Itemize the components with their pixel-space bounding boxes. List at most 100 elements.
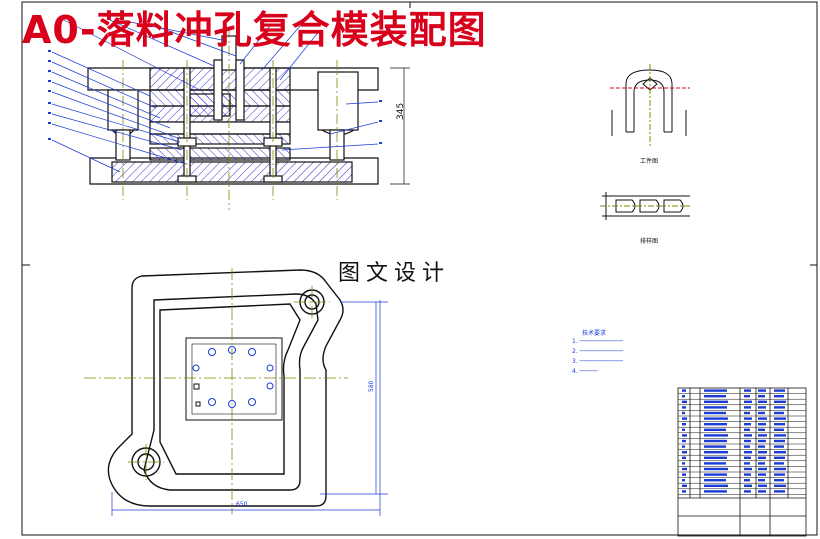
- bom-cell-mark: [682, 490, 686, 493]
- bom-rows: [678, 393, 806, 495]
- drawing-title: A0-落料冲孔复合模装配图: [22, 8, 487, 52]
- bom-cell-mark: [758, 473, 766, 476]
- bom-cell-mark: [682, 417, 687, 420]
- strip-layout-label: 排样图: [640, 238, 659, 245]
- bom-cell-mark: [774, 389, 785, 392]
- plan-holes: [192, 346, 274, 408]
- bom-cell-mark: [704, 484, 728, 487]
- part-drawing-label: 工件图: [640, 158, 659, 165]
- bom-cell-mark: [682, 434, 687, 437]
- bom-cell-mark: [704, 456, 727, 459]
- bom-cell-mark: [758, 467, 767, 471]
- bom-cell-mark: [774, 417, 786, 420]
- sheet-border: [21, 1, 818, 536]
- bom-cell-mark: [682, 484, 687, 487]
- bom-cell-mark: [682, 451, 687, 454]
- bom-cell-mark: [704, 490, 727, 493]
- part-drawing: [610, 64, 690, 148]
- watermark-subtitle: 图文设计: [338, 261, 451, 286]
- tech-note-item: 4. ─────: [572, 368, 598, 375]
- bom-cell-mark: [758, 484, 767, 487]
- bom-cell-mark: [704, 479, 726, 482]
- bom-cell-mark: [744, 462, 750, 465]
- plan-dimensions: [111, 300, 388, 516]
- bom-cell-mark: [774, 411, 784, 415]
- bom-cell-mark: [682, 467, 687, 471]
- bom-cell-mark: [744, 445, 750, 448]
- title-block: [677, 387, 807, 537]
- section-view: [87, 35, 379, 185]
- bom-cell-mark: [704, 439, 727, 443]
- bom-cell-mark: [774, 406, 785, 409]
- bom-cell-mark: [682, 462, 685, 465]
- bom-cell-mark: [774, 400, 786, 403]
- bom-cell-mark: [682, 473, 686, 476]
- plan-view: [107, 269, 344, 507]
- bom-cell-mark: [704, 473, 727, 476]
- bom-cell-mark: [744, 411, 750, 415]
- bom-cell-mark: [774, 462, 784, 465]
- bom-cell-mark: [774, 479, 784, 482]
- bom-cell-mark: [704, 417, 728, 420]
- bom-cell-mark: [758, 439, 766, 443]
- bom-cell-mark: [704, 423, 727, 426]
- bom-cell-mark: [758, 434, 767, 437]
- bom-cell-mark: [682, 395, 685, 398]
- height-345-label: 345: [396, 102, 406, 120]
- bom-cell-mark: [774, 473, 785, 476]
- bom-cell-mark: [704, 411, 726, 415]
- bom-entries: [682, 389, 786, 493]
- bom-cell-mark: [744, 439, 751, 443]
- bom-cell-mark: [744, 395, 750, 398]
- tech-note-item: 3. ────────────: [572, 358, 623, 365]
- bom-cell-mark: [744, 428, 750, 431]
- bom-cell-mark: [704, 428, 726, 431]
- bom-cell-mark: [744, 467, 752, 471]
- height-580-label: 580: [368, 380, 375, 392]
- bom-cell-mark: [774, 439, 785, 443]
- bom-cell-mark: [774, 484, 786, 487]
- bom-cell-mark: [704, 400, 728, 403]
- bom-cell-mark: [774, 428, 784, 431]
- bom-cell-mark: [758, 406, 766, 409]
- bom-cell-mark: [774, 451, 786, 454]
- bom-cell-mark: [682, 411, 685, 415]
- bom-cell-mark: [744, 451, 752, 454]
- bom-cell-mark: [704, 467, 728, 471]
- bom-cell-mark: [704, 434, 728, 437]
- bom-cell-mark: [774, 467, 786, 471]
- bom-cell-mark: [682, 423, 686, 426]
- bom-cell-mark: [682, 428, 685, 431]
- bom-cell-mark: [758, 479, 765, 482]
- bom-cell-mark: [682, 439, 686, 443]
- bom-cell-mark: [744, 479, 750, 482]
- tech-note-item: 2. ────────────: [572, 348, 623, 355]
- bom-cell-mark: [704, 406, 727, 409]
- bom-cell-mark: [704, 395, 726, 398]
- bom-cell-mark: [682, 479, 685, 482]
- bom-cell-mark: [758, 445, 765, 448]
- plan-center-lines: [84, 268, 348, 514]
- bom-cell-mark: [758, 389, 766, 392]
- bom-cell-mark: [758, 395, 765, 398]
- bom-cell-mark: [744, 473, 751, 476]
- tech-notes-heading: 技术要求: [582, 330, 607, 337]
- bom-cell-mark: [758, 462, 765, 465]
- bom-cell-mark: [744, 417, 752, 420]
- bom-cell-mark: [774, 423, 785, 426]
- section-center-lines: [122, 28, 338, 210]
- bom-cell-mark: [758, 411, 765, 415]
- bom-cell-mark: [682, 456, 686, 459]
- bom-cell-mark: [744, 456, 751, 459]
- bom-cell-mark: [744, 434, 752, 437]
- height-dimension: [390, 67, 410, 185]
- bom-cell-mark: [774, 434, 786, 437]
- bom-cell-mark: [744, 389, 751, 392]
- leader-dots: [48, 50, 382, 144]
- bom-cell-mark: [774, 490, 785, 493]
- bom-cell-mark: [704, 462, 726, 465]
- bom-cell-mark: [744, 484, 752, 487]
- bom-cell-mark: [758, 423, 766, 426]
- bom-cell-mark: [758, 456, 766, 459]
